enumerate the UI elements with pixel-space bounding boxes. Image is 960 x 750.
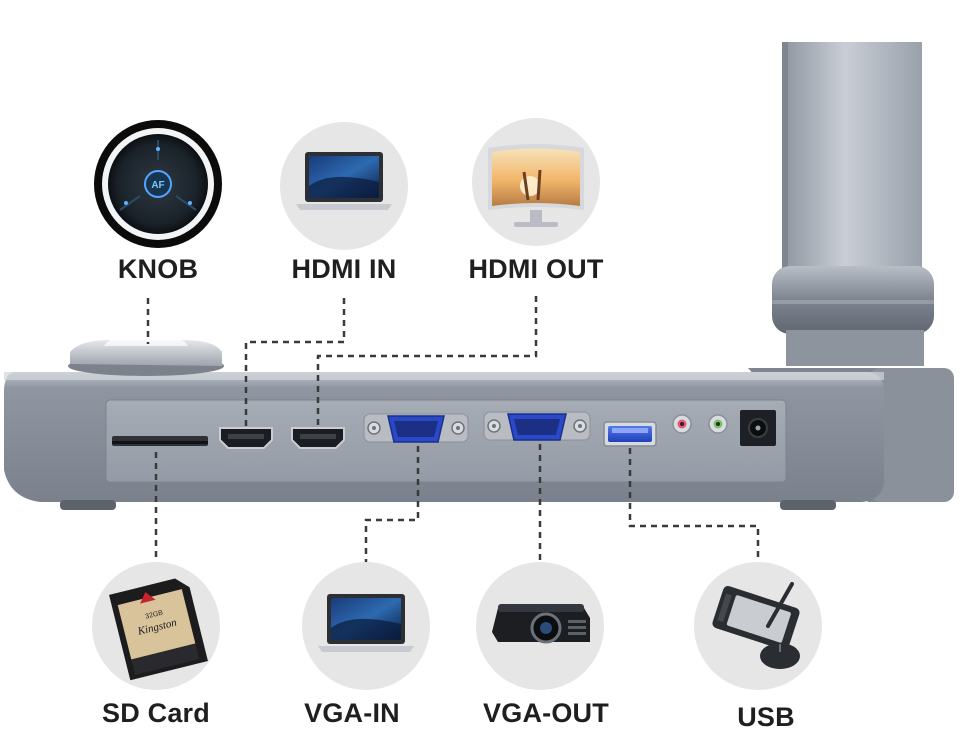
sd-card-icon: 32GB Kingston [92,562,220,690]
hdmi-out-callout-label: HDMI OUT [468,254,604,284]
line-out-label-2: OUT [710,463,727,472]
vga-out-port [483,411,591,441]
vga-in-connector-line [364,446,420,562]
line-out-jack [708,414,728,434]
connector-lines [146,296,760,562]
hdmi-out-connector-line [316,296,538,426]
vga-out-callout-label: VGA-OUT [483,698,609,728]
laptop-icon-vga [302,562,430,690]
hdmi-in-connector-line [244,298,346,426]
usb-port [603,421,657,447]
hdmi-in-port-label: HDMI_IN [230,461,263,470]
projector-icon [476,562,604,690]
sd-port-label: D [159,461,165,470]
device-knob [68,336,224,376]
dc-port-label: DC_12V [743,461,774,470]
vga-in-port-label: VGA_IN [401,461,431,470]
vga-in-callout-label: VGA-IN [304,698,400,728]
usb-port-label: USB [622,461,638,470]
hdmi-out-port-label: HDMI_OUT [297,461,339,470]
laptop-icon [280,122,408,250]
line-in-jack [672,414,692,434]
line-in-label-2: IN [678,463,686,472]
knob-icon: AF [94,120,222,248]
document-camera: D HDMI_IN HDMI_OUT VGA_IN [4,42,954,510]
knob-callout-label: KNOB [117,254,199,284]
hdmi-in-port [219,427,273,449]
drawing-tablet-icon [694,562,822,690]
hdmi-in-callout-label: HDMI IN [291,254,397,284]
sd-card-capacity: 32GB [145,609,164,620]
usb-connector-line [628,448,760,562]
line-in-label-1: LINE [673,453,691,462]
vga-in-port [363,413,469,443]
monitor-icon [472,118,600,246]
usb-callout-label: USB [737,702,795,732]
vga-out-port-label: VGA_OUT [519,461,557,470]
dc-power-jack [740,410,776,446]
line-out-label-1: LINE [709,453,727,462]
sd-card-callout-label: SD Card [102,698,210,728]
hdmi-out-port [291,427,345,449]
af-button-label: AF [151,180,164,191]
